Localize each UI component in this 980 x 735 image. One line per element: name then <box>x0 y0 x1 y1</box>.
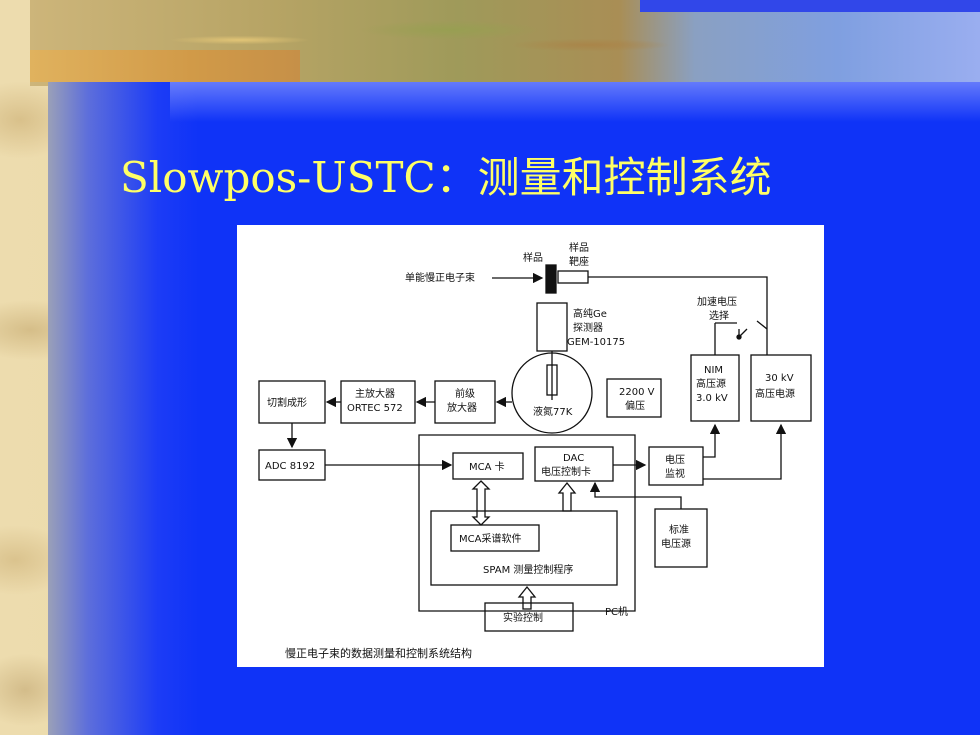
preamp-box <box>434 380 496 424</box>
accel-select-1: 加速电压 <box>697 295 737 308</box>
holder-label-2: 靶座 <box>569 255 589 268</box>
preamp-1: 前级 <box>455 387 475 400</box>
panel-glow <box>170 82 980 122</box>
mca-software-box <box>450 524 540 552</box>
bias-box <box>606 378 662 418</box>
preamp-2: 放大器 <box>447 401 477 414</box>
exp-control-box <box>484 602 574 632</box>
nim-1: NIM <box>704 365 723 376</box>
dac-1: DAC <box>563 453 584 464</box>
pc-label: PC机 <box>605 605 628 618</box>
hv-1: 30 kV <box>765 373 794 384</box>
main-amp-1: 主放大器 <box>355 387 395 400</box>
dac-2: 电压控制卡 <box>541 465 591 478</box>
figure-caption: 慢正电子束的数据测量和控制系统结构 <box>285 646 472 660</box>
pc-frame <box>418 434 636 612</box>
main-amp-box <box>340 380 416 424</box>
detector-3: GEM-10175 <box>567 337 625 348</box>
hv-box <box>750 354 812 422</box>
bias-1: 2200 V <box>619 387 655 398</box>
beam-label: 单能慢正电子束 <box>405 271 475 284</box>
system-diagram: 单能慢正电子束 样品 样品 靶座 加速电压 选择 高纯Ge 探测器 GEM-10… <box>237 225 824 667</box>
banner-strip <box>30 50 300 82</box>
spam-label: SPAM 测量控制程序 <box>483 563 573 576</box>
accel-select-2: 选择 <box>709 309 729 322</box>
slide-title: Slowpos-USTC：测量和控制系统 <box>120 153 772 202</box>
accel-switch <box>738 320 768 338</box>
detector-1: 高纯Ge <box>573 307 607 320</box>
sample-holder <box>557 270 589 284</box>
banner-blue-strip <box>640 0 980 12</box>
mca-software-label: MCA采谱软件 <box>459 532 521 545</box>
bias-2: 偏压 <box>625 399 645 412</box>
ln2-dewar <box>511 352 593 434</box>
mca-card-label: MCA 卡 <box>469 460 505 473</box>
monitor-1: 电压 <box>665 453 685 466</box>
sample-label: 样品 <box>523 251 543 264</box>
std-1: 标准 <box>669 524 689 536</box>
detector-body <box>536 302 568 352</box>
ln2-label: 液氮77K <box>533 405 573 418</box>
sample-block <box>545 264 557 294</box>
detector-2: 探测器 <box>573 321 603 334</box>
monitor-box <box>648 446 704 486</box>
adc-label: ADC 8192 <box>265 461 315 472</box>
nim-3: 3.0 kV <box>696 393 728 404</box>
accel-to-nim <box>714 322 737 355</box>
std-voltage-box <box>654 508 708 568</box>
diagram-svg: 单能慢正电子束 样品 样品 靶座 加速电压 选择 高纯Ge 探测器 GEM-10… <box>258 241 812 660</box>
shaper-label: 切割成形 <box>267 396 307 409</box>
detector-probe <box>546 364 558 396</box>
exp-control-label: 实验控制 <box>503 611 543 624</box>
mca-double-arrow <box>471 480 491 526</box>
main-amp-2: ORTEC 572 <box>347 403 403 414</box>
mca-card-box <box>452 452 524 480</box>
hv-2: 高压电源 <box>755 387 795 400</box>
std-2: 电压源 <box>661 537 691 550</box>
nim-2: 高压源 <box>696 377 726 390</box>
software-frame <box>430 510 618 586</box>
monitor-2: 监视 <box>665 467 685 480</box>
dac-box <box>534 446 614 482</box>
holder-label-1: 样品 <box>569 241 589 254</box>
